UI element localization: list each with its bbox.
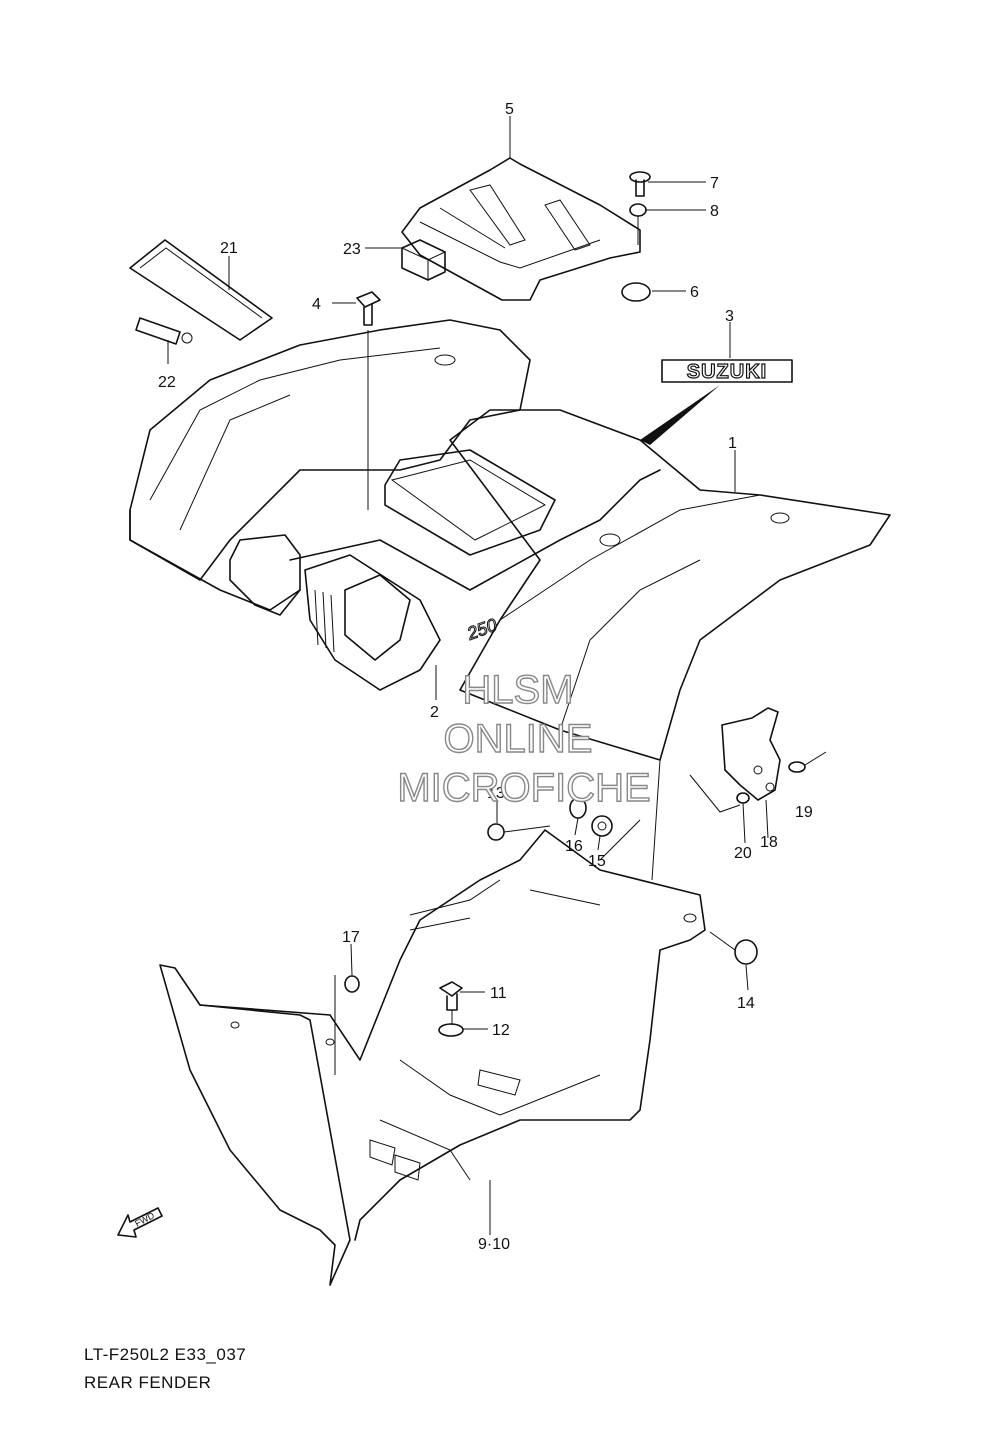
callout-8: 8: [710, 203, 719, 220]
callout-14: 14: [737, 995, 755, 1012]
part-12-washer[interactable]: [438, 1023, 464, 1037]
callout-4: 4: [312, 296, 321, 313]
part-9-10-mudguard[interactable]: [159, 829, 706, 1286]
part-1-rear-fender[interactable]: [449, 409, 891, 881]
callout-16: 16: [565, 838, 583, 855]
diagram-title: REAR FENDER: [84, 1373, 212, 1392]
callout-6: 6: [690, 284, 699, 301]
part-14-pin[interactable]: [709, 931, 758, 965]
part-22-rod[interactable]: [135, 317, 193, 345]
watermark-line-2: ONLINE: [444, 717, 593, 761]
callout-13: 13: [487, 785, 505, 802]
callout-20: 20: [734, 845, 752, 862]
watermark: HLSM ONLINE MICROFICHE: [397, 667, 652, 810]
part-13-fastener[interactable]: [487, 823, 551, 841]
callout-17: 17: [342, 929, 360, 946]
callout-11: 11: [490, 985, 507, 1002]
part-3-emblem[interactable]: SUZUKI: [640, 359, 793, 445]
part-19-screw[interactable]: [788, 751, 827, 773]
callout-9-10: 9·10: [478, 1236, 510, 1253]
part-6-grommet[interactable]: [621, 282, 651, 302]
watermark-line-3: MICROFICHE: [397, 766, 650, 810]
watermark-line-1: HLSM: [462, 668, 573, 712]
part-18-bracket[interactable]: [689, 707, 781, 813]
callout-12: 12: [492, 1022, 510, 1039]
part-7-bolt[interactable]: [629, 171, 651, 197]
fwd-arrow-icon: FWD: [117, 1207, 163, 1238]
callout-19: 19: [795, 804, 813, 821]
callout-3: 3: [725, 308, 734, 325]
fwd-label: FWD: [133, 1210, 156, 1229]
callouts: 1 2 3 4 5 6 7 8 9·10 11 12 13 14 15 16 1…: [158, 101, 813, 1253]
emblem-text: SUZUKI: [687, 361, 767, 383]
callout-5: 5: [505, 101, 514, 118]
part-20-washer[interactable]: [736, 792, 750, 804]
callout-23: 23: [343, 241, 361, 258]
callout-22: 22: [158, 374, 176, 391]
part-17-clip[interactable]: [334, 975, 360, 1075]
part-4-bolt[interactable]: [356, 291, 381, 510]
callout-7: 7: [710, 175, 719, 192]
part-11-bolt[interactable]: [439, 981, 463, 1025]
callout-18: 18: [760, 834, 778, 851]
model-code: LT-F250L2 E33_037: [84, 1345, 247, 1364]
callout-15: 15: [588, 853, 606, 870]
part-15-washer[interactable]: [591, 815, 613, 837]
callout-2: 2: [430, 704, 439, 721]
part-21-plate[interactable]: [129, 239, 273, 341]
leader-lines: [167, 116, 769, 1030]
part-2-rear-fender-body[interactable]: 250: [129, 319, 661, 691]
callout-1: 1: [728, 435, 737, 452]
callout-21: 21: [220, 240, 238, 257]
part-5-cover[interactable]: [401, 157, 641, 301]
part-23-pad[interactable]: [401, 239, 446, 281]
